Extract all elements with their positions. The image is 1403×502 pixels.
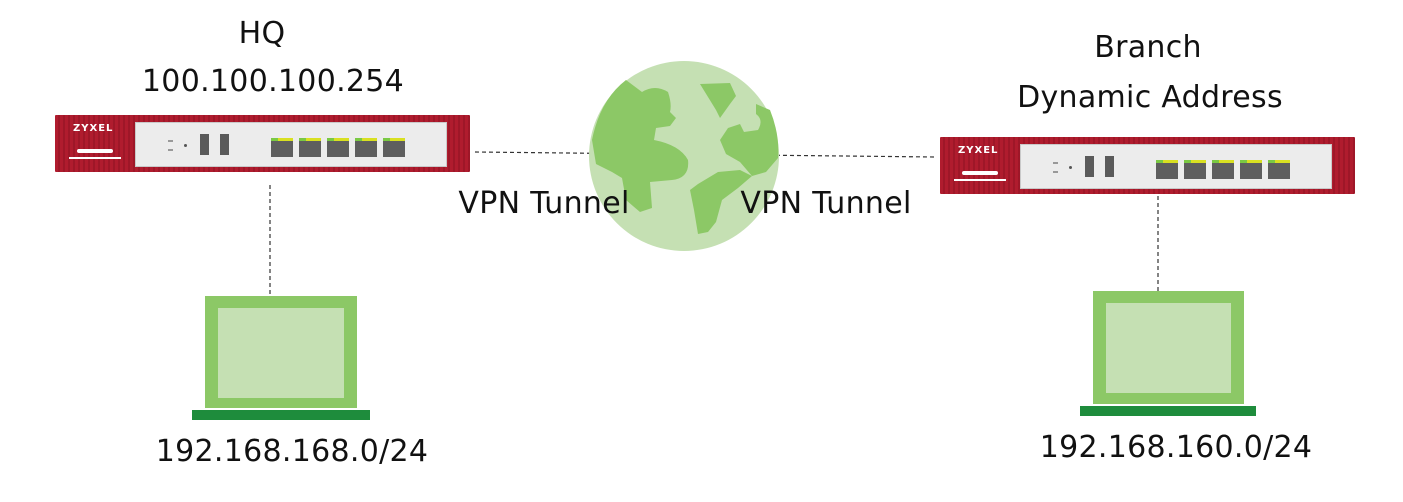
branch-laptop-icon xyxy=(1080,291,1256,416)
internet-globe-icon xyxy=(589,61,779,251)
branch-firewall-router: ZYXEL xyxy=(940,137,1355,194)
tunnel-label-left: VPN Tunnel xyxy=(458,186,630,221)
branch-title: Branch xyxy=(1094,30,1202,65)
hq-address: 100.100.100.254 xyxy=(141,64,405,99)
hq-title: HQ xyxy=(238,16,286,51)
router-brand-logo: ZYXEL xyxy=(958,145,999,156)
branch-lan-subnet: 192.168.160.0/24 xyxy=(1039,430,1313,465)
branch-address: Dynamic Address xyxy=(1017,80,1283,115)
hq-firewall-router: ZYXEL xyxy=(55,115,470,172)
hq-laptop-icon xyxy=(192,296,370,420)
router-brand-logo: ZYXEL xyxy=(73,123,114,134)
hq-lan-subnet: 192.168.168.0/24 xyxy=(155,434,429,469)
tunnel-label-right: VPN Tunnel xyxy=(740,186,912,221)
